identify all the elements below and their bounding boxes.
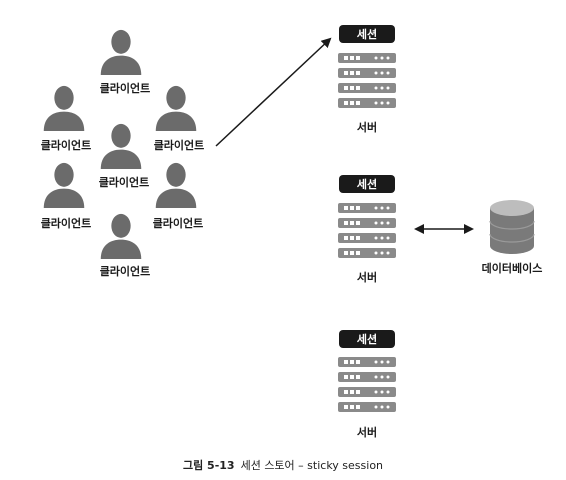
- client-label: 클라이언트: [99, 175, 150, 189]
- client-label: 클라이언트: [41, 216, 92, 230]
- person-icon: [100, 29, 142, 76]
- client-label: 클라이언트: [100, 264, 151, 278]
- server-1: 세션 서버: [338, 25, 396, 134]
- figure-caption: 그림 5-13 세션 스토어 – sticky session: [0, 457, 566, 473]
- client-3: 클라이언트: [154, 85, 205, 152]
- person-icon: [155, 85, 197, 131]
- server-2: 세션 서버: [338, 175, 396, 284]
- client-label: 클라이언트: [154, 138, 205, 152]
- session-badge: [339, 330, 395, 348]
- client-4: 클라이언트: [99, 123, 150, 189]
- server-rack-icon: [338, 53, 396, 108]
- client-group: 클라이언트 클라이언트 클라이언트 클라이언트 클라이언트 클라이언트 클라이언…: [41, 29, 205, 278]
- client-5: 클라이언트: [41, 162, 92, 230]
- server-label: 서버: [357, 425, 377, 439]
- person-icon: [155, 162, 197, 208]
- database-icon: [489, 200, 535, 254]
- client-label: 클라이언트: [100, 81, 151, 95]
- person-icon: [100, 123, 142, 169]
- person-icon: [43, 85, 85, 131]
- client-label: 클라이언트: [153, 216, 204, 230]
- server-rack-icon: [338, 203, 396, 258]
- session-badge: [339, 175, 395, 193]
- session-badge-label: 세션: [357, 177, 377, 191]
- server-label: 서버: [357, 270, 377, 284]
- session-badge: [339, 25, 395, 43]
- client-6: 클라이언트: [153, 162, 204, 230]
- session-badge-label: 세션: [357, 332, 377, 346]
- figure-title: 세션 스토어 – sticky session: [240, 459, 384, 472]
- client-7: 클라이언트: [100, 213, 151, 278]
- client-2: 클라이언트: [41, 85, 92, 152]
- person-icon: [43, 162, 85, 208]
- client-1: 클라이언트: [100, 29, 151, 95]
- server-3: 세션 서버: [338, 330, 396, 439]
- session-badge-label: 세션: [357, 27, 377, 41]
- server-label: 서버: [357, 120, 377, 134]
- client-to-server-arrow: [215, 37, 332, 147]
- figure-number: 그림 5-13: [182, 459, 235, 472]
- database-label: 데이터베이스: [482, 261, 543, 275]
- person-icon: [100, 213, 142, 259]
- server-rack-icon: [338, 357, 396, 412]
- client-label: 클라이언트: [41, 138, 92, 152]
